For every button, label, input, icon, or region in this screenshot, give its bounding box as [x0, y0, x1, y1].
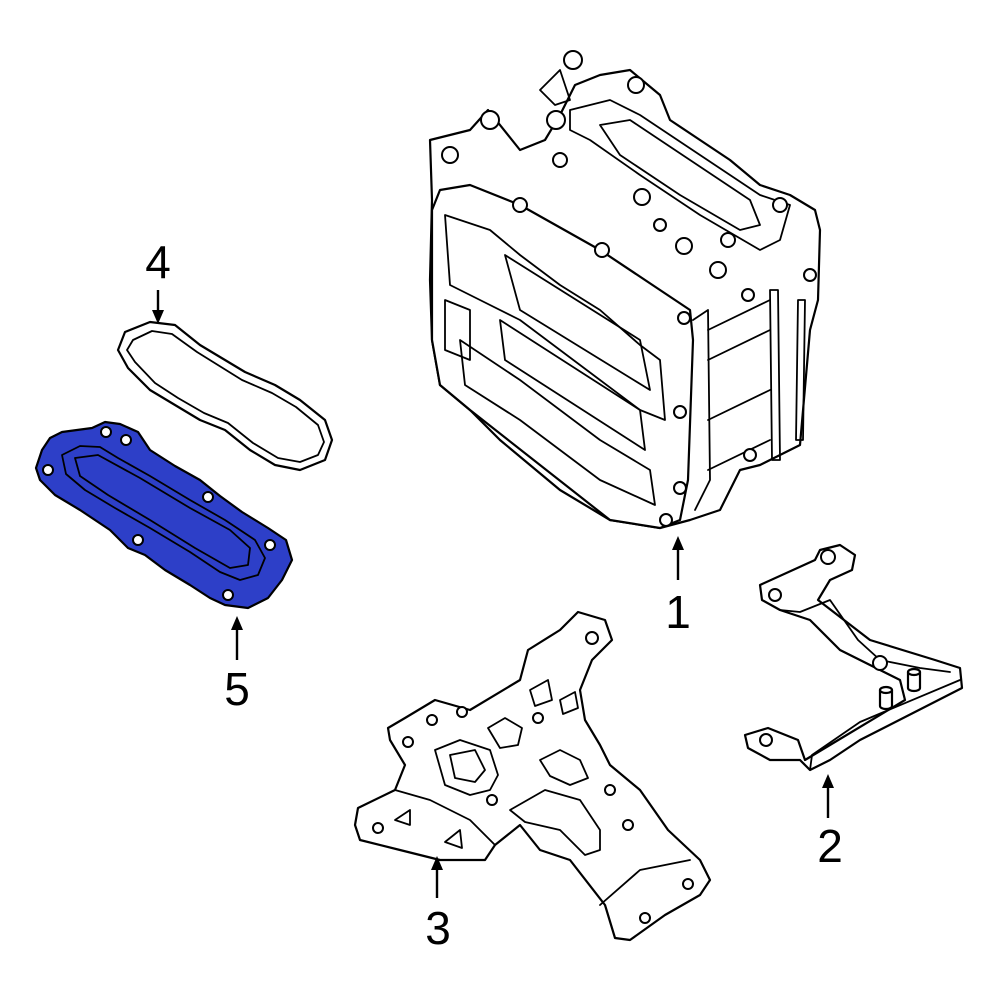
part-2-bracket[interactable]	[743, 543, 964, 772]
callout-arrow-4	[152, 290, 164, 324]
part-1-inverter-module[interactable]	[428, 50, 822, 530]
callout-label-4: 4	[145, 236, 171, 288]
callout-label-2: 2	[817, 820, 843, 872]
callout-label-5: 5	[224, 663, 250, 715]
part-5-gasket-plate-highlighted[interactable]	[34, 420, 294, 610]
part-4-gasket[interactable]	[116, 320, 334, 472]
callout-arrow-5	[231, 616, 243, 660]
part-5-fill	[34, 420, 294, 610]
callout-arrow-3	[431, 856, 443, 898]
callout-label-3: 3	[425, 902, 451, 954]
callout-arrow-2	[822, 774, 834, 818]
callout-arrow-1	[672, 536, 684, 580]
callout-label-1: 1	[665, 586, 691, 638]
part-3-mounting-plate[interactable]	[353, 610, 712, 942]
